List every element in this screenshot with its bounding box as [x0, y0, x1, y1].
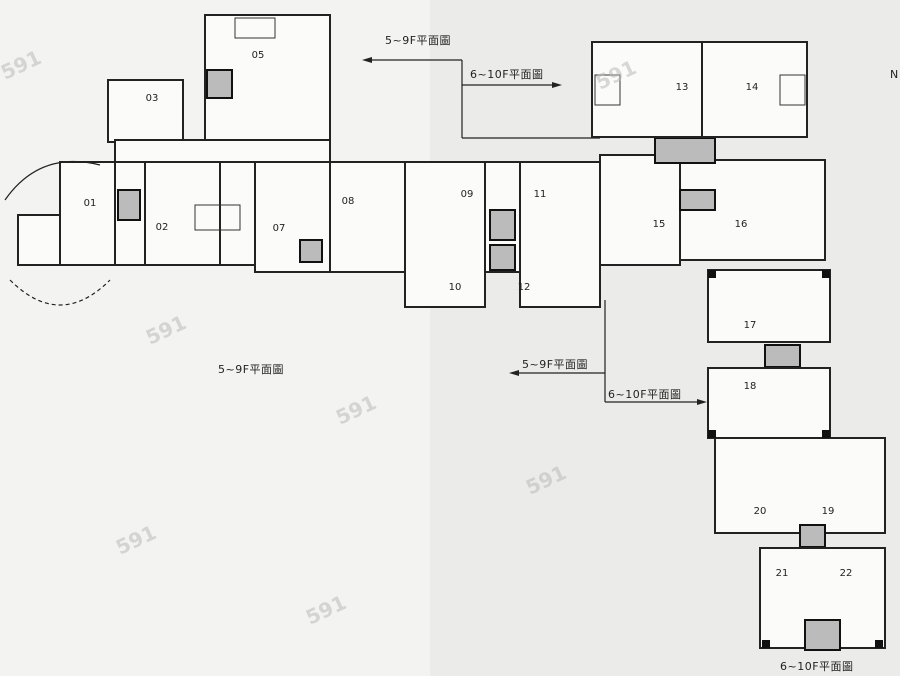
unit-label: 21 — [776, 568, 789, 579]
floor-label-6-10f: 6~10F平面圖 — [780, 660, 854, 673]
unit-label: 03 — [146, 93, 159, 104]
svg-text:591: 591 — [0, 45, 45, 84]
unit-label: 22 — [840, 568, 853, 579]
floor-label-5-9f: 5~9F平面圖 — [218, 363, 284, 376]
unit-label: 02 — [156, 222, 169, 233]
svg-text:591: 591 — [112, 520, 160, 559]
svg-text:591: 591 — [332, 390, 380, 429]
unit-label: 15 — [653, 219, 666, 230]
unit-label: 08 — [342, 196, 355, 207]
unit-label: 18 — [744, 381, 757, 392]
unit-label: 07 — [273, 223, 286, 234]
unit-label: 16 — [735, 219, 748, 230]
right-wing — [707, 269, 886, 651]
unit-label: 09 — [461, 189, 474, 200]
floor-label-5-9f: 5~9F平面圖 — [385, 34, 451, 47]
unit-label: 17 — [744, 320, 757, 331]
middle-wing — [404, 41, 826, 308]
floor-label-6-10f: 6~10F平面圖 — [470, 68, 544, 81]
unit-label: 20 — [754, 506, 767, 517]
unit-label: 14 — [746, 82, 759, 93]
svg-text:591: 591 — [302, 590, 350, 629]
floor-label-5-9f: 5~9F平面圖 — [522, 358, 588, 371]
unit-label: 12 — [518, 282, 531, 293]
unit-label: 10 — [449, 282, 462, 293]
unit-label: 13 — [676, 82, 689, 93]
left-wing — [4, 14, 406, 306]
unit-label: 11 — [534, 189, 547, 200]
floor-label-6-10f: 6~10F平面圖 — [608, 388, 682, 401]
unit-label: 05 — [252, 50, 265, 61]
unit-label: 19 — [822, 506, 835, 517]
unit-label: 01 — [84, 198, 97, 209]
svg-text:591: 591 — [142, 310, 190, 349]
north-mark: N — [890, 68, 899, 81]
